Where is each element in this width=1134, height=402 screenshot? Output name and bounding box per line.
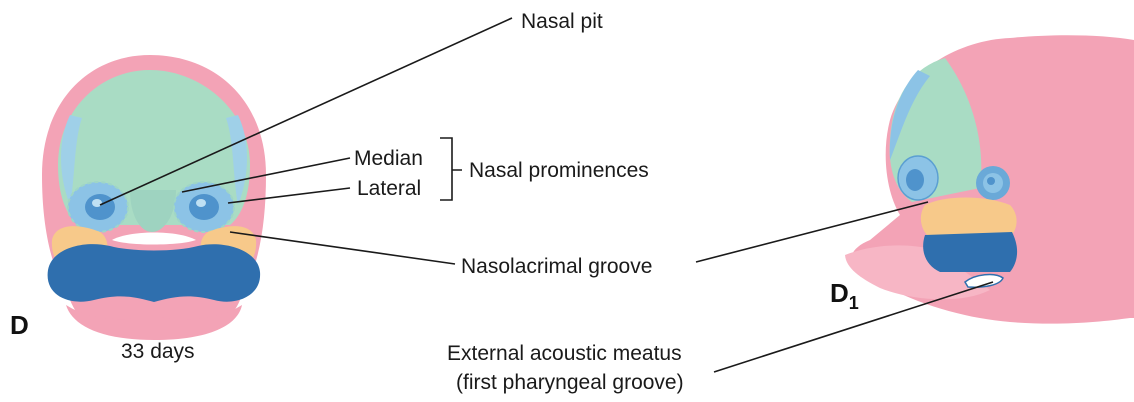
nasal-prominences-bracket — [440, 137, 462, 201]
label-age: 33 days — [121, 340, 195, 363]
leader-nasolacrimal-right — [695, 201, 929, 263]
right-nasal-pit — [173, 181, 235, 233]
leader-nasolacrimal-left — [229, 231, 456, 265]
side-forebrain-edge — [889, 70, 930, 160]
front-view-embryo — [42, 55, 266, 340]
side-eye — [976, 166, 1010, 200]
forebrain-edge-left — [61, 115, 82, 205]
leader-nasal-pit — [99, 17, 513, 206]
label-acoustic-meatus-line1: External acoustic meatus — [447, 342, 682, 365]
left-nasal-pit — [67, 181, 129, 233]
label-nasolacrimal-groove: Nasolacrimal groove — [461, 255, 652, 278]
panel-label-d1-subscript: 1 — [849, 293, 859, 313]
medial-nasal-region — [130, 190, 176, 232]
side-maxillary-prominence — [920, 197, 1017, 238]
label-median: Median — [354, 147, 423, 170]
panel-label-d1-letter: D — [830, 278, 849, 308]
forebrain-edge-right — [226, 115, 247, 205]
mandibular-prominence — [47, 244, 261, 302]
label-lateral: Lateral — [357, 177, 421, 200]
side-mandibular-prominence — [923, 232, 1018, 272]
leader-median — [181, 157, 351, 193]
panel-label-d: D — [10, 310, 29, 340]
stomodeum — [112, 232, 196, 245]
front-neck — [66, 305, 242, 340]
leader-lateral — [227, 187, 351, 204]
side-lower-jaw — [845, 245, 990, 300]
leader-lines — [99, 17, 994, 373]
label-nasal-prominences: Nasal prominences — [469, 159, 649, 182]
leader-acoustic-meatus — [713, 281, 994, 373]
side-view-embryo — [845, 35, 1134, 324]
side-nasal-pit — [897, 155, 939, 201]
panel-label-d1: D1 — [830, 278, 859, 313]
label-nasal-pit: Nasal pit — [521, 10, 603, 33]
label-acoustic-meatus-line2: (first pharyngeal groove) — [456, 371, 684, 394]
